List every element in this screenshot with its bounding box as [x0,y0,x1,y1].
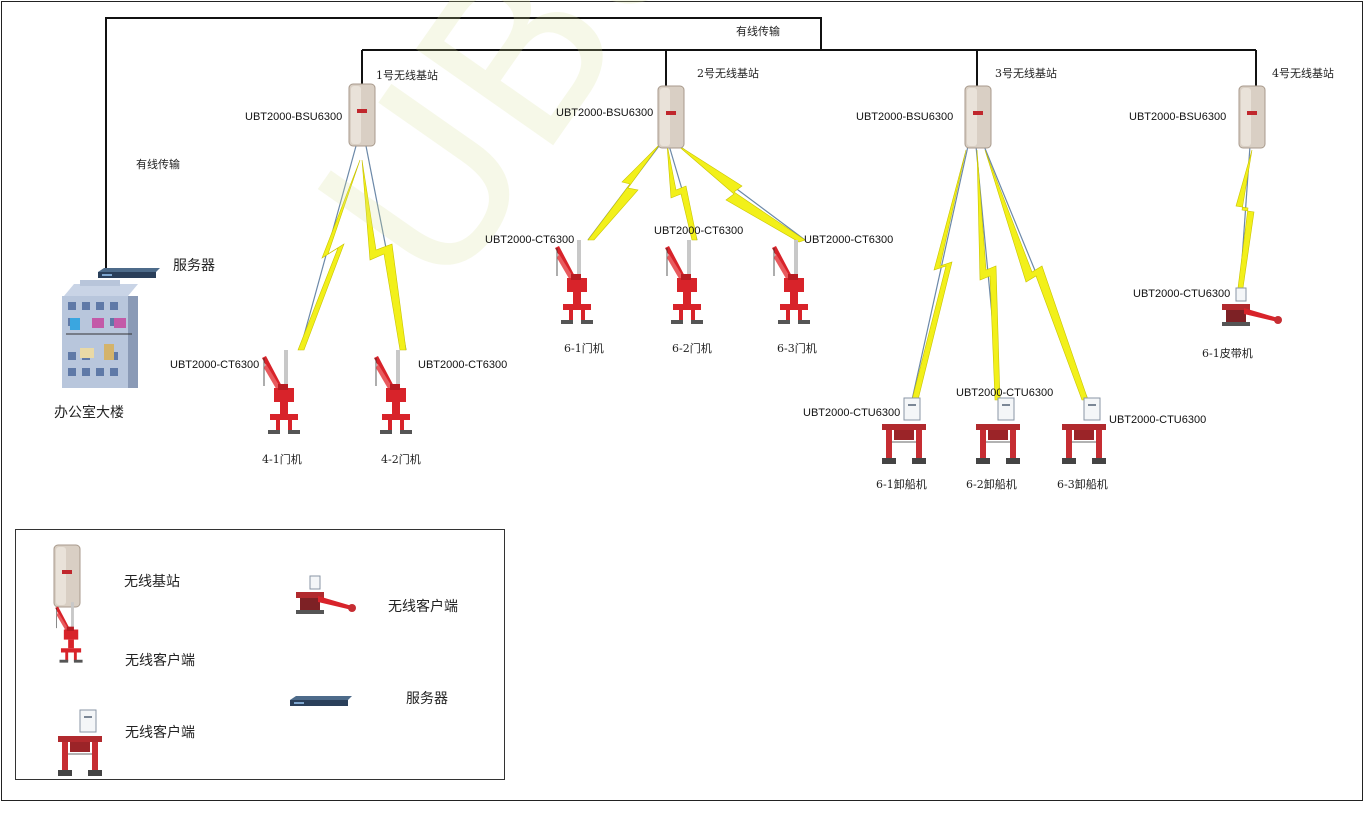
crane-6-3-name: 6-3门机 [777,342,817,355]
legend-unloader-icon [57,709,103,777]
bs-2-model: UBT2000-BSU6300 [556,107,654,119]
belt-6-1-model: UBT2000-CTU6300 [1133,288,1231,300]
crane-4-1 [260,348,302,436]
crane-6-1 [553,238,595,326]
server-label: 服务器 [173,258,215,274]
legend-crane-label: 无线客户端 [125,653,195,669]
crane-4-1-model: UBT2000-CT6300 [170,359,260,371]
unloader-6-2 [975,397,1021,465]
crane-4-2-name: 4-2门机 [381,453,421,466]
bs-1-name: 1号无线基站 [376,69,438,82]
unloader-6-1-model: UBT2000-CTU6300 [803,407,901,419]
legend-unloader-label: 无线客户端 [125,725,195,741]
unloader-6-3-name: 6-3卸船机 [1057,478,1108,491]
bs-1-model: UBT2000-BSU6300 [245,111,343,123]
crane-6-2-model: UBT2000-CT6300 [654,225,744,237]
crane-4-2 [372,348,414,436]
crane-6-3-model: UBT2000-CT6300 [804,234,894,246]
office-label: 办公室大楼 [54,405,124,421]
legend-belt-label: 无线客户端 [388,599,458,615]
wired-label-left: 有线传输 [136,158,180,171]
base-station-1 [348,83,376,147]
crane-6-1-model: UBT2000-CT6300 [485,234,575,246]
lightning-bolts [297,143,1255,401]
wired-label-top: 有线传输 [736,25,780,38]
bs-4-name: 4号无线基站 [1272,67,1334,80]
legend-server-icon [290,696,352,706]
wired-lines [105,17,1257,268]
crane-6-3 [770,238,812,326]
unloader-6-3 [1061,397,1107,465]
crane-6-2 [663,238,705,326]
crane-4-1-name: 4-1门机 [262,453,302,466]
belt-6-1 [1221,287,1283,327]
belt-6-1-name: 6-1皮带机 [1202,347,1253,360]
legend-server-label: 服务器 [406,691,448,707]
unloader-6-1-name: 6-1卸船机 [876,478,927,491]
unloader-6-2-name: 6-2卸船机 [966,478,1017,491]
base-station-4 [1238,85,1266,149]
unloader-6-2-model: UBT2000-CTU6300 [956,387,1054,399]
crane-6-2-name: 6-2门机 [672,342,712,355]
base-station-2 [657,85,685,149]
legend-crane-icon [53,600,84,665]
crane-6-1-name: 6-1门机 [564,342,604,355]
legend-base-station-label: 无线基站 [124,574,180,590]
crane-4-2-model: UBT2000-CT6300 [418,359,508,371]
bs-2-name: 2号无线基站 [697,67,759,80]
legend-belt-icon [295,575,357,615]
bs-3-model: UBT2000-BSU6300 [856,111,954,123]
bs-4-model: UBT2000-BSU6300 [1129,111,1227,123]
bs-3-name: 3号无线基站 [995,67,1057,80]
outer-frame [1,1,1363,801]
legend-base-station-icon [53,544,81,608]
base-station-3 [964,85,992,149]
unloader-6-3-model: UBT2000-CTU6300 [1109,414,1207,426]
office-building-icon [62,280,138,388]
legend-box [15,529,505,780]
server-icon [98,268,160,278]
